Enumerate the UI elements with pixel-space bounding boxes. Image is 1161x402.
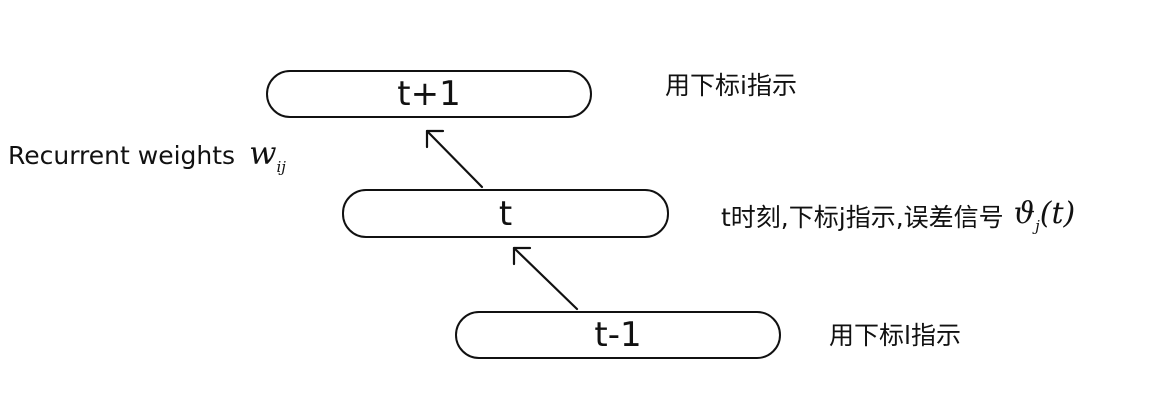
arrow-mid-to-top bbox=[425, 129, 484, 189]
weight-subscript: ij bbox=[276, 158, 286, 176]
weight-symbol: w bbox=[249, 134, 277, 172]
note-index-i: 用下标i指示 bbox=[665, 71, 797, 100]
node-t-label: t bbox=[498, 193, 513, 234]
node-t-plus-1-label: t+1 bbox=[397, 74, 461, 114]
node-t: t bbox=[342, 189, 669, 238]
node-t-minus-1-label: t-1 bbox=[594, 315, 642, 355]
note-index-l: 用下标l指示 bbox=[829, 321, 961, 350]
note-index-j-text: t时刻,下标j指示,误差信号 bbox=[721, 202, 1004, 232]
weight-math: wij bbox=[249, 134, 286, 176]
recurrent-weights-text: Recurrent weights bbox=[8, 140, 236, 170]
error-signal-argument: (t) bbox=[1039, 196, 1076, 231]
arrow-bottom-to-mid bbox=[512, 246, 579, 311]
note-index-j: t时刻,下标j指示,误差信号 ϑj(t) bbox=[721, 196, 1075, 235]
node-t-minus-1: t-1 bbox=[455, 311, 781, 359]
recurrent-weights-label: Recurrent weights wij bbox=[8, 134, 286, 176]
node-t-plus-1: t+1 bbox=[266, 70, 592, 118]
error-signal-subscript: j bbox=[1035, 217, 1040, 235]
error-signal-symbol: ϑ bbox=[1013, 196, 1036, 231]
error-signal-math: ϑj(t) bbox=[1014, 196, 1076, 235]
